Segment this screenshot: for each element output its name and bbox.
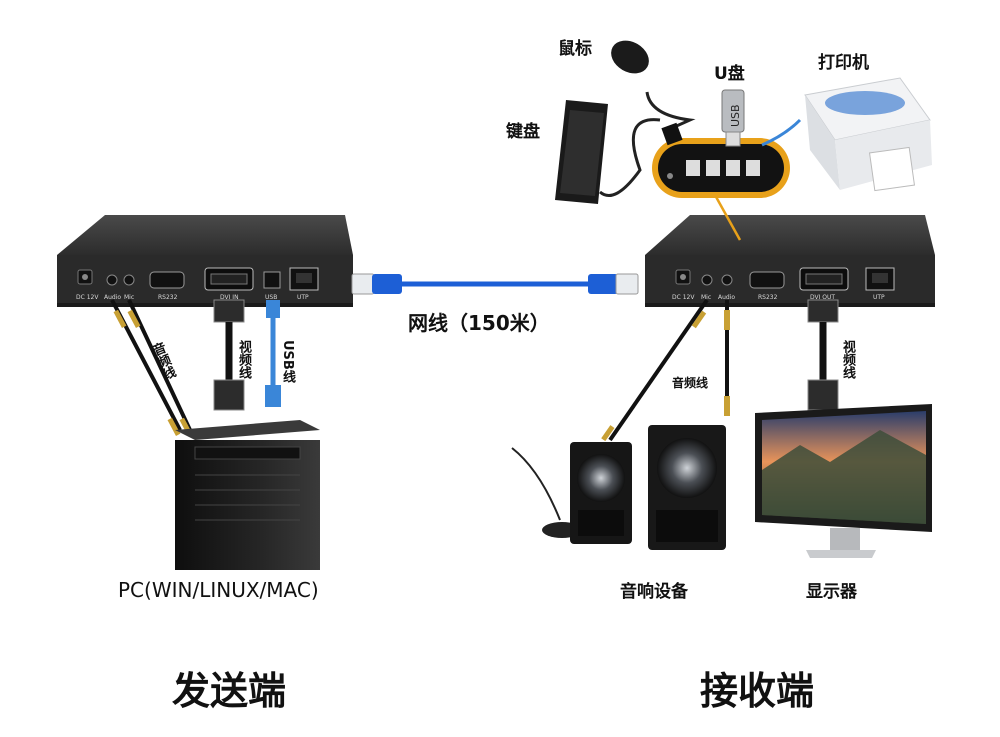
- transmitter-device: [57, 215, 353, 307]
- tx-port-dc: DC 12V: [76, 294, 99, 301]
- label-receiver: 接收端: [700, 669, 814, 713]
- tx-port-audio: Audio: [104, 294, 121, 301]
- label-usb-drive: U盘: [714, 63, 745, 84]
- receiver-port-labels: DC 12V Mic Audio RS232 DVI OUT UTP: [672, 294, 885, 301]
- label-monitor: 显示器: [806, 582, 858, 602]
- label-mouse: 鼠标: [558, 38, 592, 59]
- tx-port-utp: UTP: [297, 294, 309, 301]
- network-cable: [351, 273, 639, 295]
- label-speakers: 音响设备: [620, 581, 689, 602]
- rx-port-dvi: DVI OUT: [810, 294, 835, 301]
- tx-port-rs232: RS232: [158, 294, 178, 301]
- tx-audio-cables: [110, 299, 193, 437]
- rx-dvi-cable: [807, 299, 839, 411]
- label-tx-video-cable: 视频线: [236, 340, 251, 379]
- tx-port-usb: USB: [265, 294, 277, 301]
- label-network-cable: 网线（150米）: [408, 311, 550, 335]
- label-rx-audio-cable: 音频线: [672, 375, 708, 390]
- rx-port-rs232: RS232: [758, 294, 778, 301]
- usb-drive-text: USB: [729, 104, 742, 127]
- keyboard-device: [555, 100, 661, 204]
- usb-hub: [652, 138, 790, 241]
- mouse-device: [611, 40, 696, 146]
- label-rx-video-cable: 视频线: [840, 340, 855, 379]
- tx-usb-cable: [265, 300, 281, 407]
- printer-device: [761, 77, 932, 192]
- label-tx-usb-cable: USB线: [280, 340, 295, 383]
- label-printer: 打印机: [818, 52, 869, 73]
- rx-port-audio: Audio: [718, 294, 735, 301]
- rx-port-utp: UTP: [873, 294, 885, 301]
- rx-port-dc: DC 12V: [672, 294, 695, 301]
- label-pc: PC(WIN/LINUX/MAC): [118, 578, 319, 602]
- rx-port-mic: Mic: [701, 294, 711, 301]
- transmitter-port-labels: DC 12V Audio Mic RS232 DVI IN USB UTP: [76, 294, 309, 301]
- receiver-device: [645, 215, 935, 307]
- tx-dvi-cable: [213, 299, 245, 411]
- usb-drive: USB: [721, 89, 745, 147]
- pc-tower: [175, 420, 320, 570]
- speakers: [511, 425, 726, 550]
- label-keyboard: 键盘: [506, 121, 540, 142]
- monitor: [755, 404, 932, 558]
- tx-port-mic: Mic: [124, 294, 134, 301]
- rx-audio-cables: [601, 298, 730, 442]
- tx-port-dvi: DVI IN: [220, 294, 239, 301]
- label-transmitter: 发送端: [172, 669, 286, 713]
